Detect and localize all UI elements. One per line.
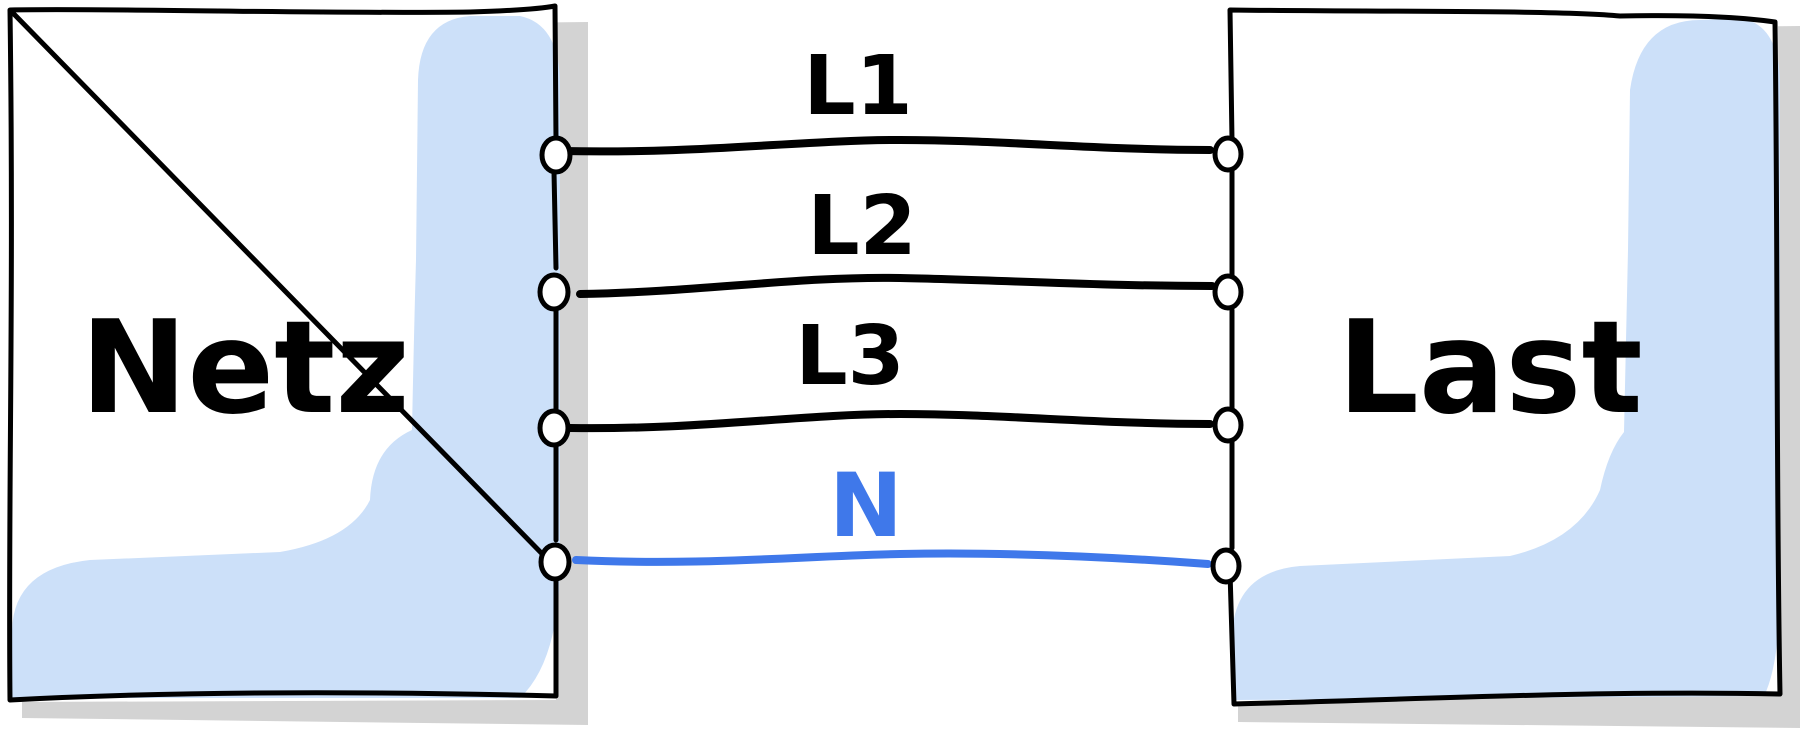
line-l2 bbox=[576, 273, 1216, 298]
line-l1-label: L1 bbox=[803, 39, 912, 134]
netz-block-outline bbox=[7, 3, 559, 703]
netz-label: Netz bbox=[80, 294, 410, 443]
last-terminal-l2 bbox=[1212, 273, 1244, 311]
line-l3-label: L3 bbox=[795, 309, 904, 404]
netz-terminal-l3 bbox=[537, 408, 571, 448]
netz-terminal-l1 bbox=[539, 135, 573, 175]
last-terminal-n bbox=[1210, 547, 1242, 585]
last-block bbox=[1227, 7, 1800, 728]
line-l3 bbox=[566, 409, 1214, 433]
line-n bbox=[572, 549, 1212, 568]
line-l1 bbox=[558, 135, 1214, 156]
last-label: Last bbox=[1337, 294, 1642, 443]
last-terminals bbox=[1210, 135, 1244, 585]
netz-terminals bbox=[537, 135, 573, 582]
last-terminal-l1 bbox=[1212, 135, 1244, 173]
last-block-outline bbox=[1227, 7, 1783, 707]
netz-terminal-n bbox=[538, 542, 572, 582]
netz-block-highlight bbox=[12, 16, 560, 698]
last-block-highlight bbox=[1232, 18, 1781, 700]
line-n-label: N bbox=[829, 454, 903, 557]
netz-block bbox=[7, 3, 588, 725]
connection-lines bbox=[558, 135, 1216, 568]
last-terminal-l3 bbox=[1212, 406, 1244, 444]
line-l2-label: L2 bbox=[807, 179, 916, 274]
netz-terminal-l2 bbox=[537, 272, 571, 312]
